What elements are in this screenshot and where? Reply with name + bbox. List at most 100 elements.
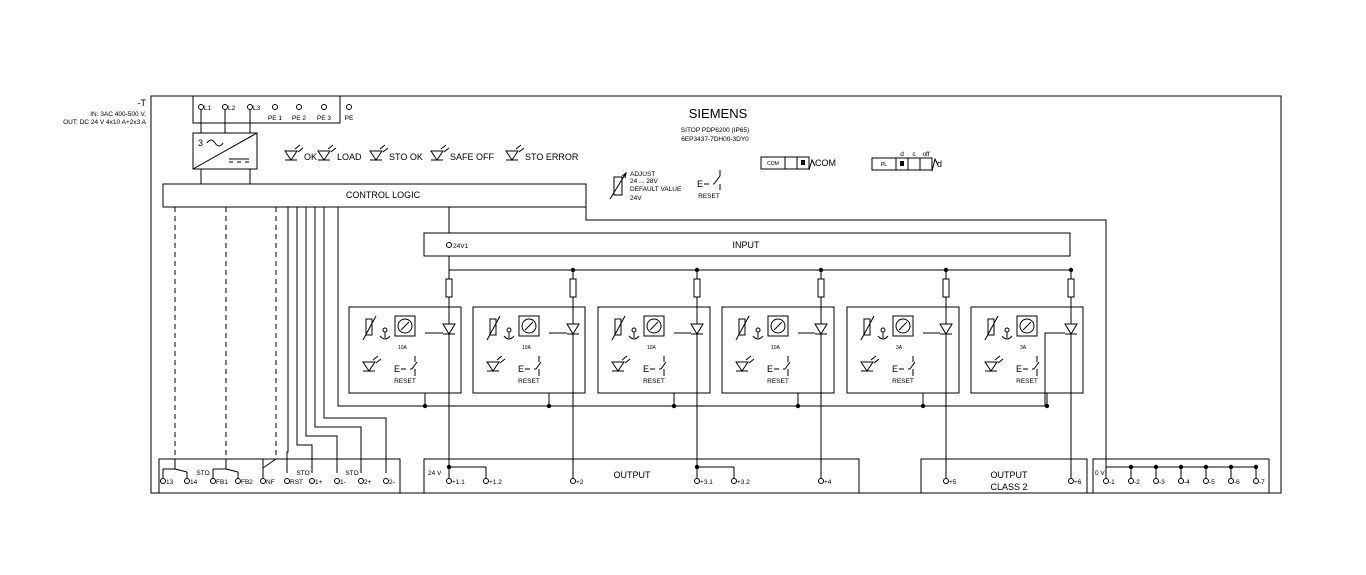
zero-volt-terminal-label: -2 xyxy=(1134,479,1140,486)
bus-junction xyxy=(943,267,949,273)
dial-pointer xyxy=(898,321,908,331)
output-spec: OUT: DC 24 V 4x10 A+2x3 A xyxy=(63,119,147,126)
input-terminal-label: 24V1 xyxy=(453,243,469,250)
adjust-resistor-icon xyxy=(489,318,497,336)
output-voltage: 24 V xyxy=(428,470,442,477)
adjust-arrow xyxy=(735,315,750,341)
led-rays xyxy=(515,144,525,153)
adjust-label: ADJUST xyxy=(630,171,655,178)
led-rays xyxy=(621,355,631,364)
channel-e-label: E xyxy=(643,364,649,374)
supply-terminal-label: L3 xyxy=(253,105,261,112)
output-class2-terminal-label: +5 xyxy=(949,479,957,486)
control-junction xyxy=(1044,403,1050,409)
led-triangle xyxy=(735,361,749,372)
pl-selector: PL d c off d xyxy=(871,151,942,172)
zero-volt-terminal xyxy=(1203,478,1209,484)
dial-knob-icon xyxy=(646,318,662,334)
channel-reset-label: RESET xyxy=(892,378,914,385)
current-setting-dial xyxy=(394,315,416,337)
control-terminal xyxy=(383,478,389,484)
led-rays xyxy=(379,144,389,153)
zero-volt-label: 0 V xyxy=(1095,470,1105,477)
channel-box xyxy=(846,306,960,394)
control-junction xyxy=(920,403,926,409)
diode-icon xyxy=(442,323,456,335)
supply-terminal xyxy=(222,104,228,110)
control-terminal xyxy=(235,478,241,484)
fuse-icon xyxy=(569,278,577,298)
control-terminal-label: 14 xyxy=(190,479,198,486)
anchor-icon xyxy=(382,327,388,333)
output-terminal-label: +3.2 xyxy=(737,479,750,486)
zero-volt-terminal-label: -5 xyxy=(1209,479,1215,486)
led-triangle xyxy=(369,150,383,161)
channel-e-label: E xyxy=(394,364,400,374)
sto-label-1: STO xyxy=(196,470,209,477)
zero-volt-block xyxy=(1092,458,1270,494)
diode-icon xyxy=(566,323,580,335)
status-led: LOAD xyxy=(317,144,362,162)
status-led: STO OK xyxy=(369,144,423,162)
led-rays xyxy=(294,144,304,153)
supply-terminal-label: PE 2 xyxy=(292,115,306,122)
diode-icon xyxy=(690,323,704,335)
control-terminal-label: RST xyxy=(290,479,303,486)
current-setting-dial xyxy=(892,315,914,337)
dial-knob-icon xyxy=(895,318,911,334)
pl-off-label: off xyxy=(922,151,929,158)
dial-pointer xyxy=(1022,321,1032,331)
control-terminal-label: FB2 xyxy=(241,479,253,486)
led-triangle xyxy=(284,150,298,161)
led-triangle xyxy=(362,361,376,372)
output-block xyxy=(423,458,860,494)
zero-volt-terminal-label: -1 xyxy=(1109,479,1115,486)
anchor-icon xyxy=(755,327,761,333)
control-terminal xyxy=(358,478,364,484)
anchor-shape xyxy=(877,332,889,340)
zero-volt-terminal-label: -4 xyxy=(1184,479,1190,486)
reset-label: RESET xyxy=(698,193,720,200)
adjust-arrow xyxy=(611,315,626,341)
zero-volt-terminal xyxy=(1103,478,1109,484)
led-triangle xyxy=(611,361,625,372)
control-junction xyxy=(795,403,801,409)
control-terminal-label: 1+ xyxy=(315,479,323,486)
status-led: SAFE OFF xyxy=(430,144,495,162)
reset-contact xyxy=(909,361,916,370)
dial-pointer xyxy=(524,321,534,331)
output-terminal-label: +4 xyxy=(824,479,832,486)
anchor-shape xyxy=(379,332,391,340)
zero-volt-terminal-label: -7 xyxy=(1259,479,1265,486)
control-terminal xyxy=(284,478,290,484)
supply-terminal-label: PE xyxy=(345,115,354,122)
control-junction xyxy=(422,403,428,409)
pl-right-d-label: d xyxy=(937,159,942,169)
output-class2-terminals: +5 +6 xyxy=(943,478,1082,486)
control-junction xyxy=(671,403,677,409)
control-terminal xyxy=(184,478,190,484)
adjust-resistor-icon xyxy=(863,318,871,336)
control-terminal xyxy=(160,478,166,484)
control-logic-block xyxy=(162,183,587,208)
control-terminal-block xyxy=(158,458,401,494)
control-terminal-label: 13 xyxy=(166,479,174,486)
output-class2-terminal-label: +6 xyxy=(1074,479,1082,486)
channel-e-label: E xyxy=(518,364,524,374)
fuse-icon xyxy=(693,278,701,298)
current-setting-dial xyxy=(518,315,540,337)
led-rays xyxy=(440,144,450,153)
led-rays xyxy=(496,355,506,364)
channel-box xyxy=(721,306,835,394)
dial-pointer xyxy=(649,321,659,331)
supply-terminal xyxy=(247,104,253,110)
relay-contact-13-14 xyxy=(162,459,188,481)
output-terminal xyxy=(694,478,700,484)
supply-terminal-label: L1 xyxy=(204,105,212,112)
led-rays xyxy=(372,355,382,364)
zero-volt-terminal-label: -6 xyxy=(1234,479,1240,486)
